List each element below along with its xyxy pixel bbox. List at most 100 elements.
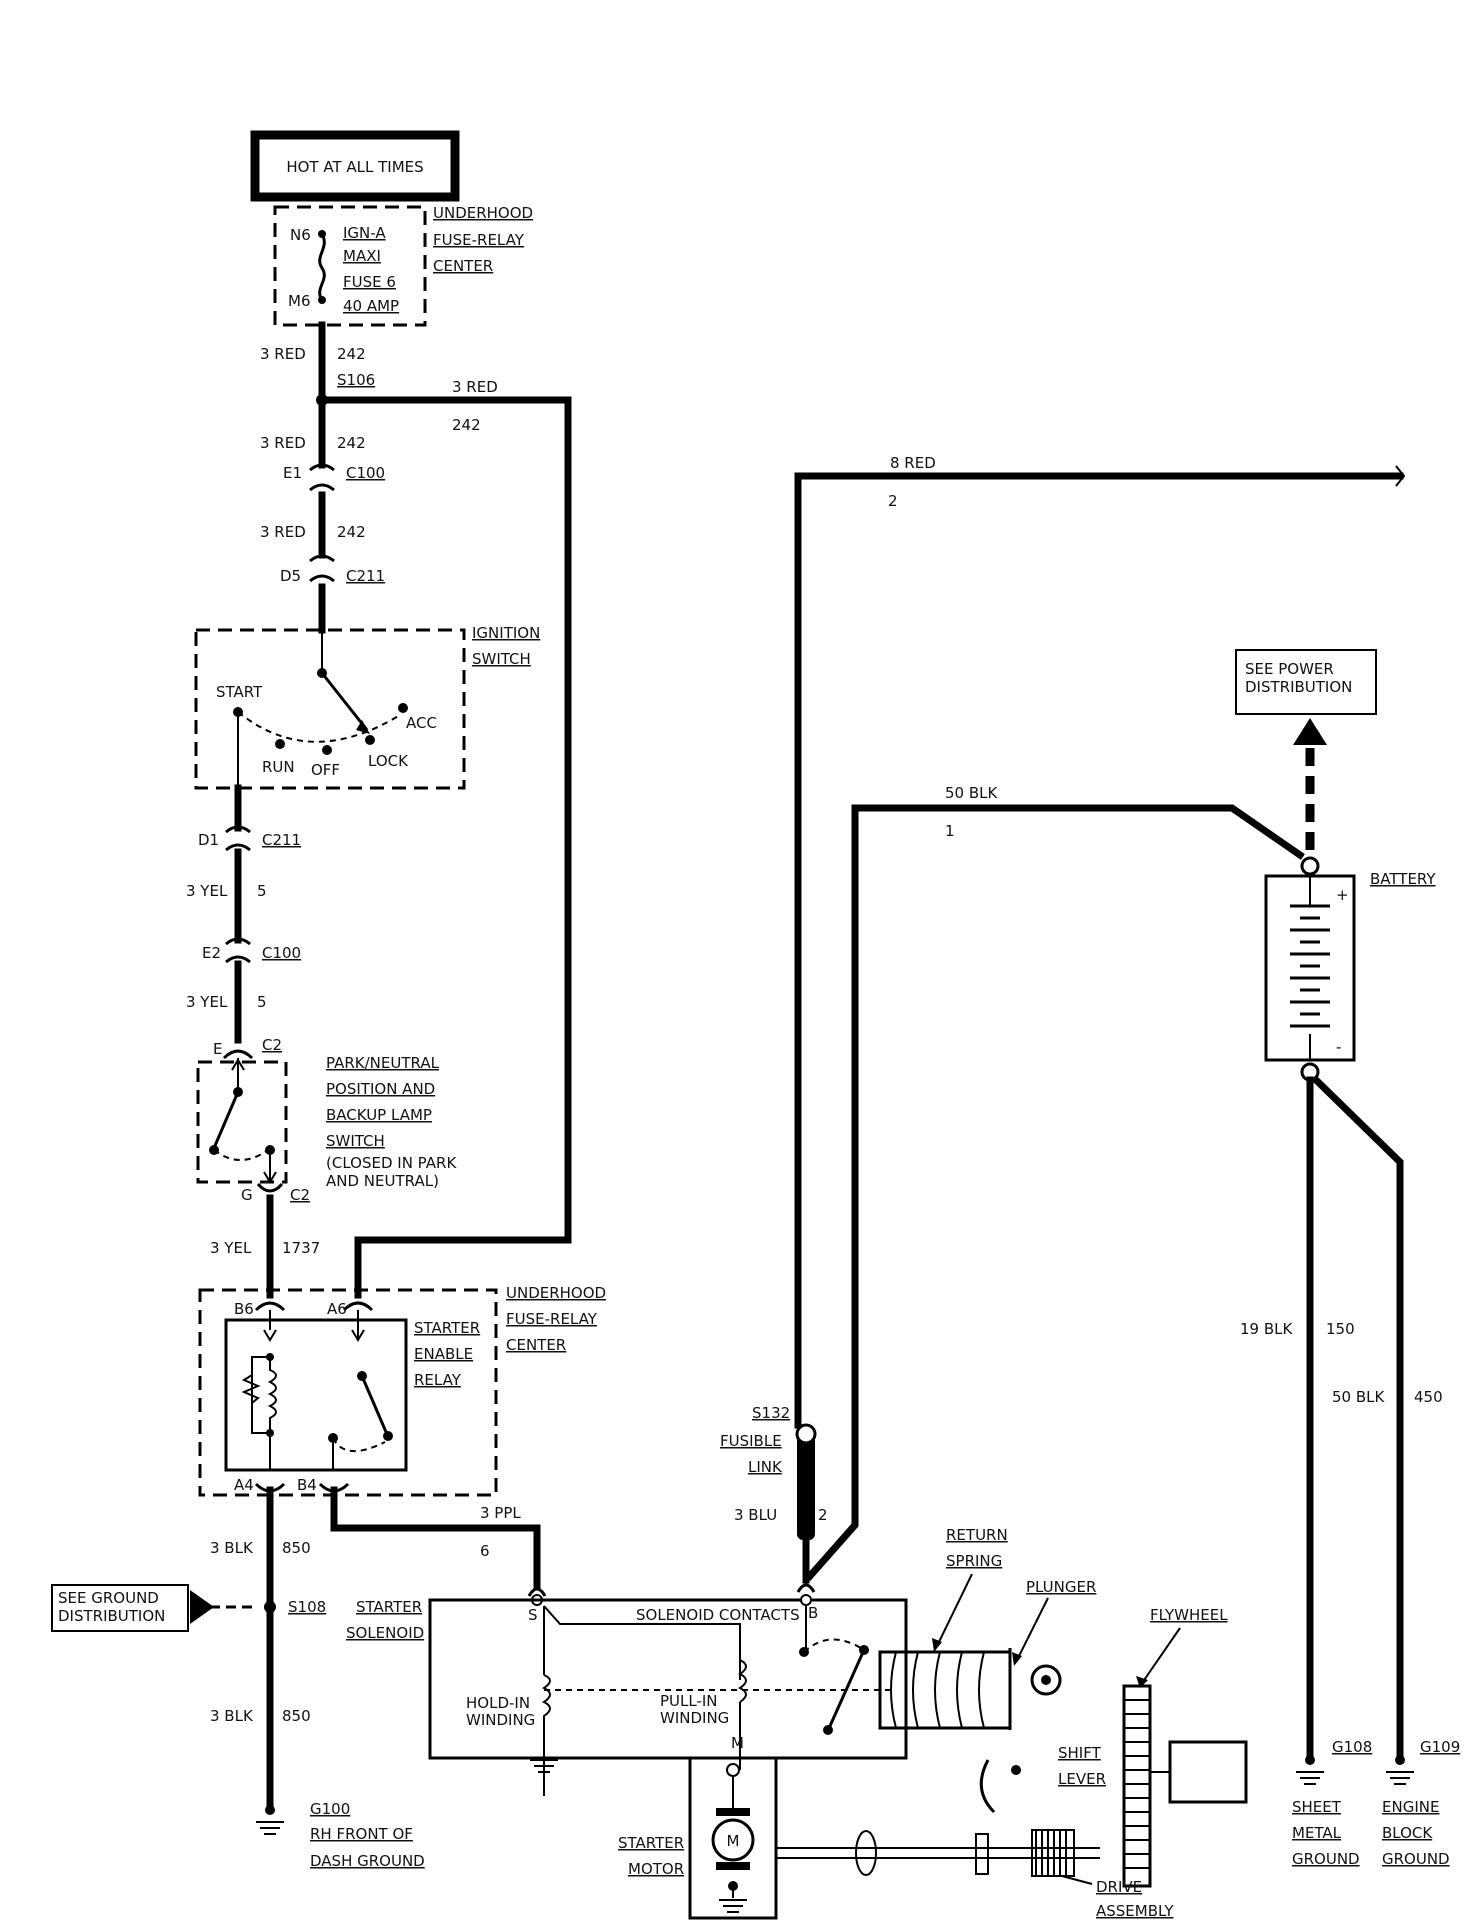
drive-assembly-label-2: ASSEMBLY bbox=[1096, 1902, 1174, 1920]
pn-switch-travel bbox=[213, 1149, 269, 1161]
wire-circuit-label: 850 bbox=[282, 1539, 311, 1557]
wire-circuit-label: 150 bbox=[1326, 1320, 1355, 1338]
connector-c211-label: C211 bbox=[346, 567, 385, 585]
ground-g109-desc-2: BLOCK bbox=[1382, 1824, 1433, 1842]
ignition-switch-boundary bbox=[194, 628, 466, 790]
fuse-label-number: FUSE 6 bbox=[343, 273, 396, 291]
relay-name-2: ENABLE bbox=[414, 1345, 473, 1363]
fusible-link-top bbox=[795, 1423, 817, 1445]
relay-resistor-symbol bbox=[241, 1374, 261, 1404]
ground-box-label-1: SEE GROUND bbox=[58, 1589, 159, 1607]
wire-circuit-label: 1737 bbox=[282, 1239, 320, 1257]
shift-lever-label-1: SHIFT bbox=[1058, 1744, 1102, 1762]
solenoid-contact-m bbox=[823, 1725, 833, 1735]
pull-in-label-1: PULL-IN bbox=[660, 1692, 718, 1710]
connector-c100-label: C100 bbox=[346, 464, 385, 482]
ground-g109-symbol bbox=[1386, 1771, 1414, 1785]
flywheel-pointer-head bbox=[1136, 1676, 1148, 1688]
relay-pin-a4-label: A4 bbox=[234, 1476, 254, 1494]
wire-circuit-label: 2 bbox=[818, 1506, 828, 1524]
ground-g109-desc-3: GROUND bbox=[1382, 1850, 1450, 1868]
battery-minus-sign: - bbox=[1336, 1038, 1341, 1056]
power-box-label-2: DISTRIBUTION bbox=[1245, 678, 1352, 696]
ignition-lock-contact bbox=[365, 735, 375, 745]
hot-at-all-times-label: HOT AT ALL TIMES bbox=[286, 158, 423, 176]
shift-lever-pivot bbox=[1011, 1765, 1021, 1775]
return-spring-label-1: RETURN bbox=[946, 1526, 1008, 1544]
flywheel-hub bbox=[1168, 1740, 1248, 1804]
return-spring-label-2: SPRING bbox=[946, 1552, 1002, 1570]
fuse-center-label-3: CENTER bbox=[433, 257, 493, 275]
shaft-rotation-arrow bbox=[855, 1830, 877, 1876]
drive-pinion bbox=[1031, 1829, 1075, 1877]
wire-color-label: 3 RED bbox=[260, 523, 306, 541]
return-spring-pointer bbox=[935, 1573, 973, 1649]
pull-in-winding-coil bbox=[738, 1659, 747, 1703]
battery-label: BATTERY bbox=[1370, 870, 1436, 888]
ground-g109-label: G109 bbox=[1420, 1738, 1460, 1756]
wire-color-label: 3 BLK bbox=[210, 1539, 254, 1557]
plunger-pointer-head bbox=[1012, 1652, 1022, 1666]
solenoid-name-1: STARTER bbox=[356, 1598, 422, 1616]
wire-circuit-label: 850 bbox=[282, 1707, 311, 1725]
fuse-center-label-2: FUSE-RELAY bbox=[433, 231, 525, 249]
flywheel-gear bbox=[1122, 1684, 1152, 1888]
pin-m6-label: M6 bbox=[288, 292, 311, 310]
solenoid-contacts-label: SOLENOID CONTACTS bbox=[636, 1606, 800, 1624]
fuse-label-rating: 40 AMP bbox=[343, 297, 399, 315]
relay-pin-a6-connector bbox=[342, 1301, 374, 1312]
ground-g108-desc-3: GROUND bbox=[1292, 1850, 1360, 1868]
ground-g108-desc-2: METAL bbox=[1292, 1824, 1342, 1842]
wire-circuit-label: 2 bbox=[888, 492, 898, 510]
relay-pin-a6-label: A6 bbox=[327, 1300, 347, 1318]
connector-pin-label: G bbox=[241, 1186, 253, 1204]
pin-n6-label: N6 bbox=[290, 226, 311, 244]
relay-name-1: STARTER bbox=[414, 1319, 480, 1337]
connector-c100-e2 bbox=[225, 937, 251, 964]
wire-450-ground bbox=[1311, 1075, 1404, 1759]
ignition-acc-contact bbox=[398, 703, 408, 713]
see-ground-distribution-box bbox=[51, 1584, 189, 1632]
power-box-label-1: SEE POWER bbox=[1245, 660, 1334, 678]
wire-color-label: 19 BLK bbox=[1240, 1320, 1294, 1338]
hold-in-label-1: HOLD-IN bbox=[466, 1694, 530, 1712]
wire-color-label: 3 YEL bbox=[186, 993, 228, 1011]
battery-cells bbox=[1290, 904, 1330, 1028]
wire-circuit-label: 5 bbox=[257, 882, 267, 900]
solenoid-pin-s-label: S bbox=[528, 1606, 538, 1624]
solenoid-pin-b-label: B bbox=[808, 1604, 818, 1622]
relay-pin-b6-connector bbox=[254, 1301, 286, 1312]
solenoid-pin-m-label: M bbox=[731, 1734, 744, 1752]
drive-assembly-pointer bbox=[1061, 1875, 1093, 1885]
pn-switch-label-1: PARK/NEUTRAL bbox=[326, 1054, 440, 1072]
ground-g100-node bbox=[265, 1805, 275, 1815]
battery-positive-terminal bbox=[1300, 856, 1320, 876]
connector-c2-g bbox=[256, 1182, 284, 1193]
branch-color-label: 3 RED bbox=[452, 378, 498, 396]
pn-switch-arm bbox=[212, 1091, 240, 1149]
solenoid-contact-bar bbox=[828, 1649, 866, 1727]
motor-brush-bottom bbox=[716, 1862, 750, 1870]
motor-symbol: M bbox=[727, 1832, 740, 1850]
connector-pin-label: D5 bbox=[280, 567, 301, 585]
connector-c211-label: C211 bbox=[262, 831, 301, 849]
ignition-switch-label-2: SWITCH bbox=[472, 650, 531, 668]
wire-circuit-label: 1 bbox=[945, 822, 955, 840]
relay-coil-symbol bbox=[267, 1357, 277, 1433]
shift-lever-rotation-arrow bbox=[979, 1759, 996, 1814]
flywheel-pointer bbox=[1139, 1627, 1181, 1687]
connector-c100-e1 bbox=[309, 463, 335, 492]
wire-circuit-label: 6 bbox=[480, 1542, 490, 1560]
starter-enable-relay bbox=[224, 1318, 408, 1472]
wire-242-branch bbox=[318, 396, 572, 1299]
wire-color-label: 3 RED bbox=[260, 434, 306, 452]
ignition-position-arc bbox=[237, 711, 401, 743]
ground-g109-desc-1: ENGINE bbox=[1382, 1798, 1439, 1816]
splice-s108-label: S108 bbox=[288, 1598, 326, 1616]
wire-color-label: 8 RED bbox=[890, 454, 936, 472]
relay-fuse-center-boundary bbox=[198, 1288, 498, 1497]
maxi-fuse-symbol bbox=[318, 233, 326, 301]
solenoid-s-connector bbox=[527, 1587, 547, 1597]
relay-switch-travel bbox=[332, 1437, 386, 1453]
drive-assembly-label-1: DRIVE bbox=[1096, 1878, 1142, 1896]
